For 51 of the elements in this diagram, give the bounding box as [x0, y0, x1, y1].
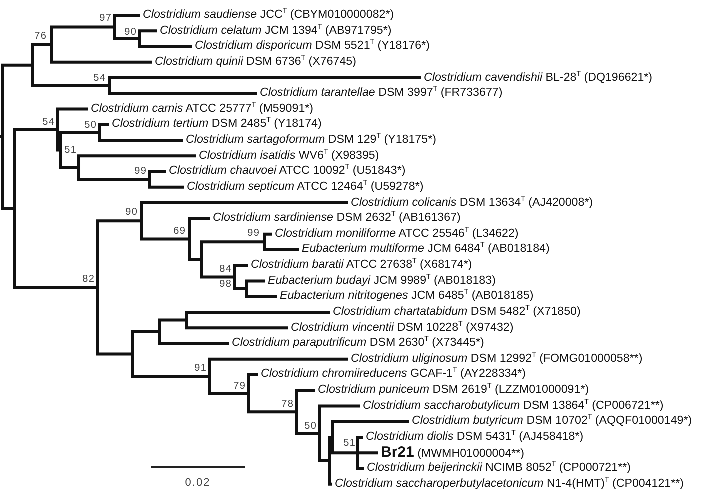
taxon-label: Clostridium uliginosum DSM 12992$^{T}$ (FOMG01000058**)	[351, 352, 643, 366]
taxon-label: Clostridium beijerinckii NCIMB 8052$^{T}$ (CP000721**)	[367, 461, 631, 476]
bootstrap-value: 99	[248, 228, 260, 238]
taxon-label: Clostridium cavendishii BL-28$^{T}$ (DQ196621*)	[424, 70, 653, 85]
bootstrap-value: 54	[94, 72, 106, 84]
bootstrap-value: 90	[126, 206, 138, 218]
taxon-label: Eubacterium multiforme JCM 6484$^{T}$ (AB018184)	[302, 242, 550, 256]
bootstrap-value: 51	[344, 438, 356, 448]
taxon-label: Clostridium chauvoei ATCC 10092$^{T}$ (U51843*)	[169, 164, 406, 178]
scale-bar-label: 0.02	[185, 477, 211, 489]
bootstrap-value: 91	[194, 362, 207, 374]
taxon-label: Eubacterium budayi JCM 9989$^{T}$ (AB018183)	[268, 274, 496, 288]
taxon-label: Eubacterium nitritogenes JCM 6485$^{T}$ (AB018185)	[280, 289, 534, 304]
taxon-label: Clostridium carnis ATCC 25777$^{T}$ (M59091*)	[91, 102, 314, 116]
bootstrap-value: 98	[220, 278, 232, 290]
taxon-label: Clostridium puniceum DSM 2619$^{T}$ (LZZM01000091*)	[318, 383, 590, 398]
bootstrap-value: 76	[34, 30, 47, 42]
taxon-label: Clostridium butyricum DSM 10702$^{T}$ (AQQF01000149*)	[412, 414, 692, 428]
bootstrap-value: 50	[84, 120, 97, 130]
taxon-label: Clostridium baratii ATCC 27638$^{T}$ (X68174*)	[251, 258, 472, 272]
taxon-label: Clostridium chartatabidum DSM 5482$^{T}$ (X71850)	[333, 304, 581, 319]
taxon-label: Clostridium moniliforme ATCC 25546$^{T}$ (L34622)	[275, 226, 519, 241]
taxon-label: Clostridium vincentii DSM 10228$^{T}$ (X97432)	[291, 320, 514, 335]
taxon-label: Clostridium saudiense JCC$^{T}$ (CBYM010000082*)	[143, 8, 394, 22]
bootstrap-value: 79	[234, 380, 246, 392]
taxon-label: Clostridium chromiireducens GCAF-1$^{T}$ (AY228334*)	[261, 367, 526, 382]
taxon-label: Clostridium septicum ATCC 12464$^{T}$ (U59278*)	[187, 180, 424, 194]
taxon-label: Clostridium saccharoperbutylacetonicum N1-4(HMT)$^{T}$ (CP004121**)	[335, 476, 684, 491]
taxon-label: Clostridium tertium DSM 2485$^{T}$ (Y18174)	[112, 117, 322, 132]
taxon-label: Clostridium tarantellae DSM 3997$^{T}$ (FR733677)	[260, 86, 503, 100]
bootstrap-value: 99	[134, 166, 147, 176]
bootstrap-value: 82	[82, 274, 95, 284]
taxon-label: Clostridium diolis DSM 5431$^{T}$ (AJ458418*)	[366, 430, 584, 444]
bootstrap-value: 51	[64, 144, 77, 156]
taxon-label: Clostridium celatum JCM 1394$^{T}$ (AB971795*)	[160, 24, 392, 38]
bootstrap-value: 78	[282, 398, 294, 410]
bootstrap-value: 97	[100, 12, 112, 24]
taxon-label: Clostridium quinii DSM 6736$^{T}$ (X76745)	[155, 54, 356, 69]
bootstrap-value: 50	[304, 420, 317, 432]
taxon-label: Clostridium saccharobutylicum DSM 13864$^{T}$ (CP006721**)	[363, 398, 664, 413]
bootstrap-value: 84	[220, 264, 232, 274]
bootstrap-value: 69	[174, 226, 186, 236]
bootstrap-value: 90	[124, 26, 137, 38]
taxon-label: Br21 (MWMH01000004**)	[381, 446, 525, 461]
taxon-label: Clostridium paraputrificum DSM 2630$^{T}$ (X73445*)	[232, 336, 484, 350]
taxon-label: Clostridium disporicum DSM 5521$^{T}$ (Y18176*)	[195, 39, 430, 54]
bootstrap-value: 54	[42, 116, 55, 128]
taxon-label: Clostridium isatidis WV6$^{T}$ (X98395)	[199, 148, 380, 163]
taxon-label: Clostridium sartagoformum DSM 129$^{T}$ (Y18175*)	[186, 133, 436, 148]
taxon-label: Clostridium sardiniense DSM 2632$^{T}$ (AB161367)	[213, 211, 461, 226]
taxon-label: Clostridium colicanis DSM 13634$^{T}$ (AJ420008*)	[351, 196, 594, 210]
